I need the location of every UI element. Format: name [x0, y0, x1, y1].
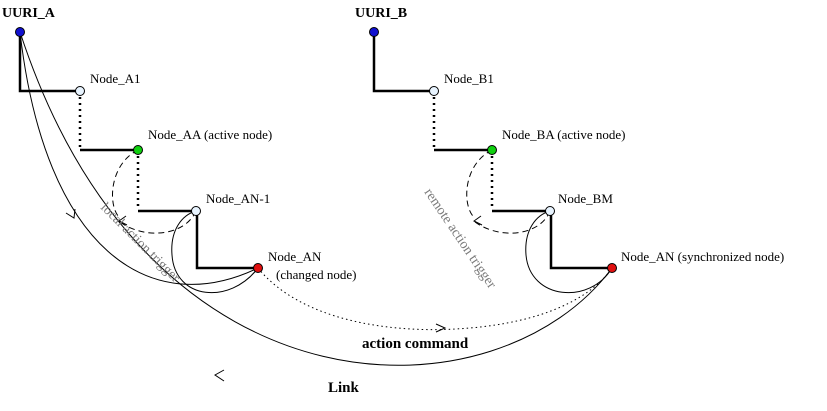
- local-curve-an-to-an1: [171, 210, 259, 294]
- link-arrow: [19, 31, 613, 382]
- node-ba[interactable]: [487, 145, 497, 155]
- action-command-arrowhead: [435, 323, 447, 333]
- remote-dash-bm-arrowhead: [473, 215, 483, 226]
- node-bn-label: Node_AN (synchronized node): [621, 249, 784, 264]
- action-command-label: action command: [362, 336, 469, 352]
- node-an-label: Node_AN: [268, 249, 322, 264]
- node-b1-label: Node_B1: [444, 71, 494, 86]
- action-command-curve: [257, 267, 613, 331]
- tree-a: [18, 32, 258, 270]
- local-dash-aa: [112, 149, 139, 219]
- link-arrowhead: [214, 369, 225, 382]
- node-a1[interactable]: [75, 86, 85, 96]
- tree-b-edge-bn: [492, 209, 612, 270]
- node-aa-label: Node_AA (active node): [148, 127, 272, 142]
- node-an-1-label: Node_AN-1: [206, 191, 270, 206]
- remote-trigger-curves: [466, 149, 613, 294]
- node-an-sublabel: (changed node): [276, 267, 357, 282]
- local-dash-an1-arrowhead: [118, 215, 128, 226]
- remote-dash-ba: [466, 149, 493, 219]
- link-curve: [19, 31, 613, 366]
- node-aa[interactable]: [133, 145, 143, 155]
- remote-curve-bn-to-bm: [525, 210, 613, 294]
- root-a-node[interactable]: [15, 27, 25, 37]
- root-b-node[interactable]: [369, 27, 379, 37]
- node-a1-label: Node_A1: [90, 71, 141, 86]
- node-an[interactable]: [253, 263, 263, 273]
- node-b1[interactable]: [429, 86, 439, 96]
- tree-a-edge-root: [18, 32, 80, 93]
- tree-b-edge-root: [372, 32, 434, 93]
- tree-a-edge-an: [138, 209, 258, 270]
- local-trigger-curves: [19, 31, 259, 294]
- local-curve-an-to-root: [19, 31, 259, 285]
- action-command-arrow: [257, 267, 613, 333]
- nodes: [15, 27, 617, 273]
- labels: UURI_A UURI_B Node_A1 Node_AA (active no…: [2, 6, 784, 396]
- node-bm-label: Node_BM: [558, 191, 613, 206]
- remote-action-trigger-label: remote action trigger: [421, 186, 499, 292]
- local-root-arrowhead: [65, 208, 76, 219]
- node-bn[interactable]: [607, 263, 617, 273]
- node-ba-label: Node_BA (active node): [502, 127, 625, 142]
- root-a-label: UURI_A: [2, 6, 56, 21]
- tree-b: [372, 32, 612, 270]
- node-an-1[interactable]: [191, 206, 201, 216]
- node-bm[interactable]: [545, 206, 555, 216]
- link-label: Link: [328, 380, 360, 396]
- root-b-label: UURI_B: [355, 6, 407, 21]
- local-dash-an1: [119, 210, 197, 234]
- remote-dash-bm: [474, 210, 551, 234]
